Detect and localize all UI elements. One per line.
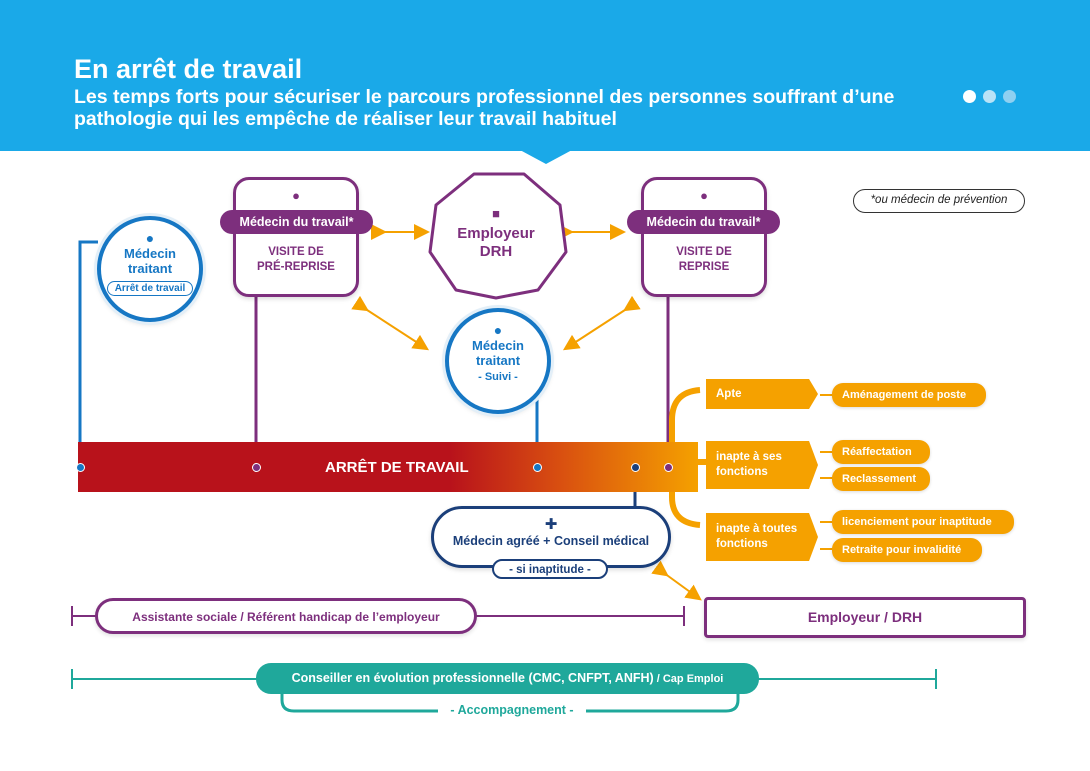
inapte-toutes-line1: inapte à toutes (716, 523, 798, 535)
bar-dot-agree (631, 463, 640, 472)
inapte-toutes-line2: fonctions (716, 538, 768, 550)
suivi-title-2: traitant (475, 353, 521, 368)
accompagnement-tag: - Accompagnement - (438, 702, 586, 718)
si-inaptitude-tag: - si inaptitude - (492, 559, 608, 579)
suivi-title-1: Médecin (471, 338, 524, 353)
arret-travail-label: ARRÊT DE TRAVAIL (325, 459, 469, 476)
arrow-reprise-suivi (562, 295, 641, 351)
result-retraite: Retraite pour invalidité (832, 538, 982, 562)
reprise-line1: VISITE DE (676, 246, 732, 258)
result-reclassement: Reclassement (832, 467, 930, 491)
doctor-icon: ● (493, 322, 503, 338)
pre-reprise-line2: PRÉ-REPRISE (257, 261, 335, 273)
note-medecin-prevention: *ou médecin de prévention (853, 189, 1025, 213)
result-licenciement: licenciement pour inaptitude (832, 510, 1014, 534)
medecin-travail-label-right: Médecin du travail* (627, 210, 780, 234)
employeur-octagon (428, 172, 568, 300)
medecin-traitant-title-1: Médecin (123, 246, 176, 261)
employeur-line1: Employeur (457, 225, 535, 242)
employeur-line2: DRH (479, 243, 513, 260)
person-icon: ■ (492, 206, 500, 221)
pre-reprise-line1: VISITE DE (268, 246, 324, 258)
conseiller-box[interactable]: Conseiller en évolution professionnelle … (256, 663, 759, 694)
page-subtitle: Les temps forts pour sécuriser le parcou… (74, 86, 895, 130)
employeur-center[interactable]: ■ Employeur DRH (436, 206, 556, 261)
pager-dot-1[interactable] (963, 90, 976, 103)
arret-travail-tag: Arrêt de travail (106, 281, 194, 296)
inapte-fonctions-line2: fonctions (716, 466, 768, 478)
arrow-prereprise-suivi (351, 295, 430, 351)
medecin-travail-label-left: Médecin du travail* (220, 210, 373, 234)
arrow-agree-employeur (651, 560, 702, 601)
bar-dot-traitant (76, 463, 85, 472)
result-reaffectation: Réaffectation (832, 440, 930, 464)
doctor-icon: ● (292, 188, 300, 203)
assistante-sociale-box[interactable]: Assistante sociale / Référent handicap d… (95, 598, 477, 634)
header-notch (520, 150, 572, 164)
pager-dot-3[interactable] (1003, 90, 1016, 103)
bar-dot-reprise (664, 463, 673, 472)
page-title: En arrêt de travail (74, 54, 303, 84)
inapte-fonctions-line1: inapte à ses (716, 451, 782, 463)
medical-hand-icon: ✚ (544, 516, 558, 533)
bar-dot-prereprise (252, 463, 261, 472)
header-banner (0, 0, 1090, 151)
visite-reprise-box[interactable]: ● VISITE DE REPRISE (641, 177, 767, 297)
visite-pre-reprise-box[interactable]: ● VISITE DE PRÉ-REPRISE (233, 177, 359, 297)
pager-dot-2[interactable] (983, 90, 996, 103)
doctor-icon: ● (145, 230, 155, 246)
outcome-apte[interactable]: Apte (706, 379, 818, 409)
line-traitant-left (78, 240, 98, 467)
medecin-traitant-suivi[interactable]: ● Médecin traitant - Suivi - (445, 308, 551, 414)
reprise-line2: REPRISE (678, 261, 730, 273)
conseiller-label: Conseiller en évolution professionnelle … (291, 671, 654, 685)
medecin-traitant-left[interactable]: ● Médecin traitant Arrêt de travail (97, 216, 203, 322)
bar-dot-suivi (533, 463, 542, 472)
employeur-drh-box[interactable]: Employeur / DRH (704, 597, 1026, 638)
result-amenagement: Aménagement de poste (832, 383, 986, 407)
suivi-tag: - Suivi - (478, 371, 518, 383)
outcome-inapte-toutes[interactable]: inapte à toutes fonctions (706, 513, 818, 561)
doctor-icon: ● (700, 188, 708, 203)
outcome-inapte-fonctions[interactable]: inapte à ses fonctions (706, 441, 818, 489)
arret-travail-bar (78, 442, 698, 492)
conseiller-suffix: / Cap Emploi (653, 673, 724, 685)
medecin-agree-title: Médecin agréé + Conseil médical (452, 534, 650, 548)
medecin-traitant-title-2: traitant (127, 261, 173, 276)
